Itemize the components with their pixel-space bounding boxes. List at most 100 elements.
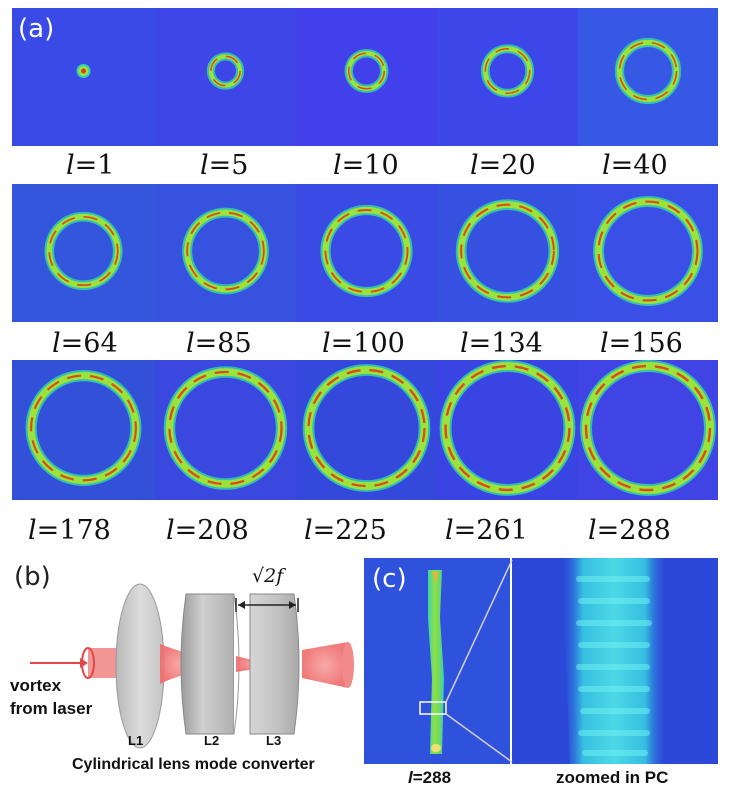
topological-charge-label: l=178 — [28, 515, 111, 546]
topological-charge-label: l=100 — [322, 328, 405, 359]
charge-value: 85 — [217, 328, 252, 359]
l-symbol: l — [52, 328, 61, 359]
charge-value: 40 — [633, 150, 668, 181]
lens-l1 — [115, 583, 165, 749]
topological-charge-label: l=208 — [166, 515, 249, 546]
beam-ring — [182, 207, 269, 295]
lens-label-l2: L2 — [204, 733, 220, 748]
l-symbol: l — [304, 515, 313, 546]
l-symbol: l — [186, 328, 195, 359]
l-symbol: l — [28, 515, 37, 546]
beam-ring — [593, 196, 703, 306]
topological-charge-label: l=5 — [200, 150, 249, 181]
lens-label-l3: L3 — [266, 733, 282, 748]
panel-a-letter: (a) — [18, 14, 55, 44]
mode-converter-caption: Cylindrical lens mode converter — [72, 756, 315, 773]
beam-tile — [155, 360, 296, 500]
topological-charge-label: l=134 — [460, 328, 543, 359]
beam-ring — [614, 37, 682, 105]
l-symbol: l — [200, 150, 209, 181]
panel-b-letter: (b) — [14, 562, 51, 592]
beam-ring — [302, 364, 431, 492]
l-symbol: l — [333, 150, 342, 181]
beam-tile — [437, 184, 578, 322]
input-arrow-head — [80, 658, 88, 668]
charge-value: 10 — [364, 150, 399, 181]
topological-charge-label: l=156 — [600, 328, 683, 359]
charge-value: 20 — [501, 150, 536, 181]
cylindrical-lens-diagram — [30, 583, 354, 749]
beam-tile — [437, 8, 578, 146]
output-beam — [302, 642, 348, 688]
stripe-core-bottom — [431, 744, 441, 752]
panel-c-image — [364, 558, 718, 764]
panel-a-row-3 — [12, 360, 718, 500]
l-symbol: l — [460, 328, 469, 359]
beam-ring — [163, 366, 288, 490]
charge-value: 100 — [353, 328, 405, 359]
l-symbol: l — [408, 768, 413, 787]
distance-arrow-left — [238, 601, 245, 609]
l-symbol: l — [588, 515, 597, 546]
beam-ring — [44, 211, 123, 291]
topological-charge-label: l=20 — [470, 150, 536, 181]
l-symbol: l — [600, 328, 609, 359]
distance-label: √2f — [252, 565, 284, 587]
charge-value: =288 — [412, 768, 452, 787]
beam-ring — [206, 52, 245, 90]
beam-tile — [578, 184, 718, 322]
panel-c-left-caption: l=288 — [408, 768, 451, 788]
input-label-line-2: from laser — [10, 699, 93, 718]
l-symbol: l — [602, 150, 611, 181]
beam-tile — [12, 360, 155, 500]
zoom-selection-box — [419, 701, 447, 715]
beam-tile — [578, 360, 718, 500]
panel-c-right-caption: zoomed in PC — [556, 768, 669, 787]
beam-tile — [12, 184, 155, 322]
l-symbol: l — [445, 515, 454, 546]
charge-value: 208 — [197, 515, 249, 546]
topological-charge-label: l=64 — [52, 328, 118, 359]
charge-value: 134 — [491, 328, 543, 359]
beam-tile — [296, 8, 437, 146]
charge-value: 64 — [83, 328, 118, 359]
l-symbol: l — [166, 515, 175, 546]
topological-charge-label: l=1 — [66, 150, 115, 181]
beam-ring — [76, 64, 91, 78]
beam-tile — [155, 8, 296, 146]
topological-charge-label: l=225 — [304, 515, 387, 546]
beam-ring — [480, 44, 535, 98]
beam-ring — [580, 360, 716, 496]
beam-tile — [578, 8, 718, 146]
beam-tile — [437, 360, 578, 500]
output-beam-end — [342, 642, 354, 688]
zoom-line-top — [445, 559, 513, 703]
beam-tile — [296, 360, 437, 500]
lens-l3 — [249, 593, 300, 735]
panel-c-letter: (c) — [372, 564, 407, 594]
beam-tile — [155, 184, 296, 322]
distance-arrow-right — [289, 601, 296, 609]
converted-beam-stripe — [428, 570, 444, 754]
beam-ring — [455, 199, 560, 303]
zoomed-fringes — [576, 576, 652, 756]
charge-value: 1 — [97, 150, 115, 181]
topological-charge-label: l=85 — [186, 328, 252, 359]
topological-charge-label: l=261 — [445, 515, 528, 546]
lens-label-l1: L1 — [128, 733, 144, 748]
charge-value: 225 — [335, 515, 387, 546]
lens-l2 — [180, 593, 235, 735]
topological-charge-label: l=10 — [333, 150, 399, 181]
l-symbol: l — [470, 150, 479, 181]
stripe-core-top — [432, 572, 438, 584]
charge-value: 261 — [476, 515, 528, 546]
l-symbol: l — [66, 150, 75, 181]
charge-value: 178 — [59, 515, 111, 546]
beam-ring — [320, 204, 413, 298]
beam-tile — [12, 8, 155, 146]
beam-tile — [296, 184, 437, 322]
topological-charge-label: l=288 — [588, 515, 671, 546]
charge-value: 5 — [231, 150, 249, 181]
zoom-line-bottom — [445, 713, 513, 763]
l-symbol: l — [322, 328, 331, 359]
